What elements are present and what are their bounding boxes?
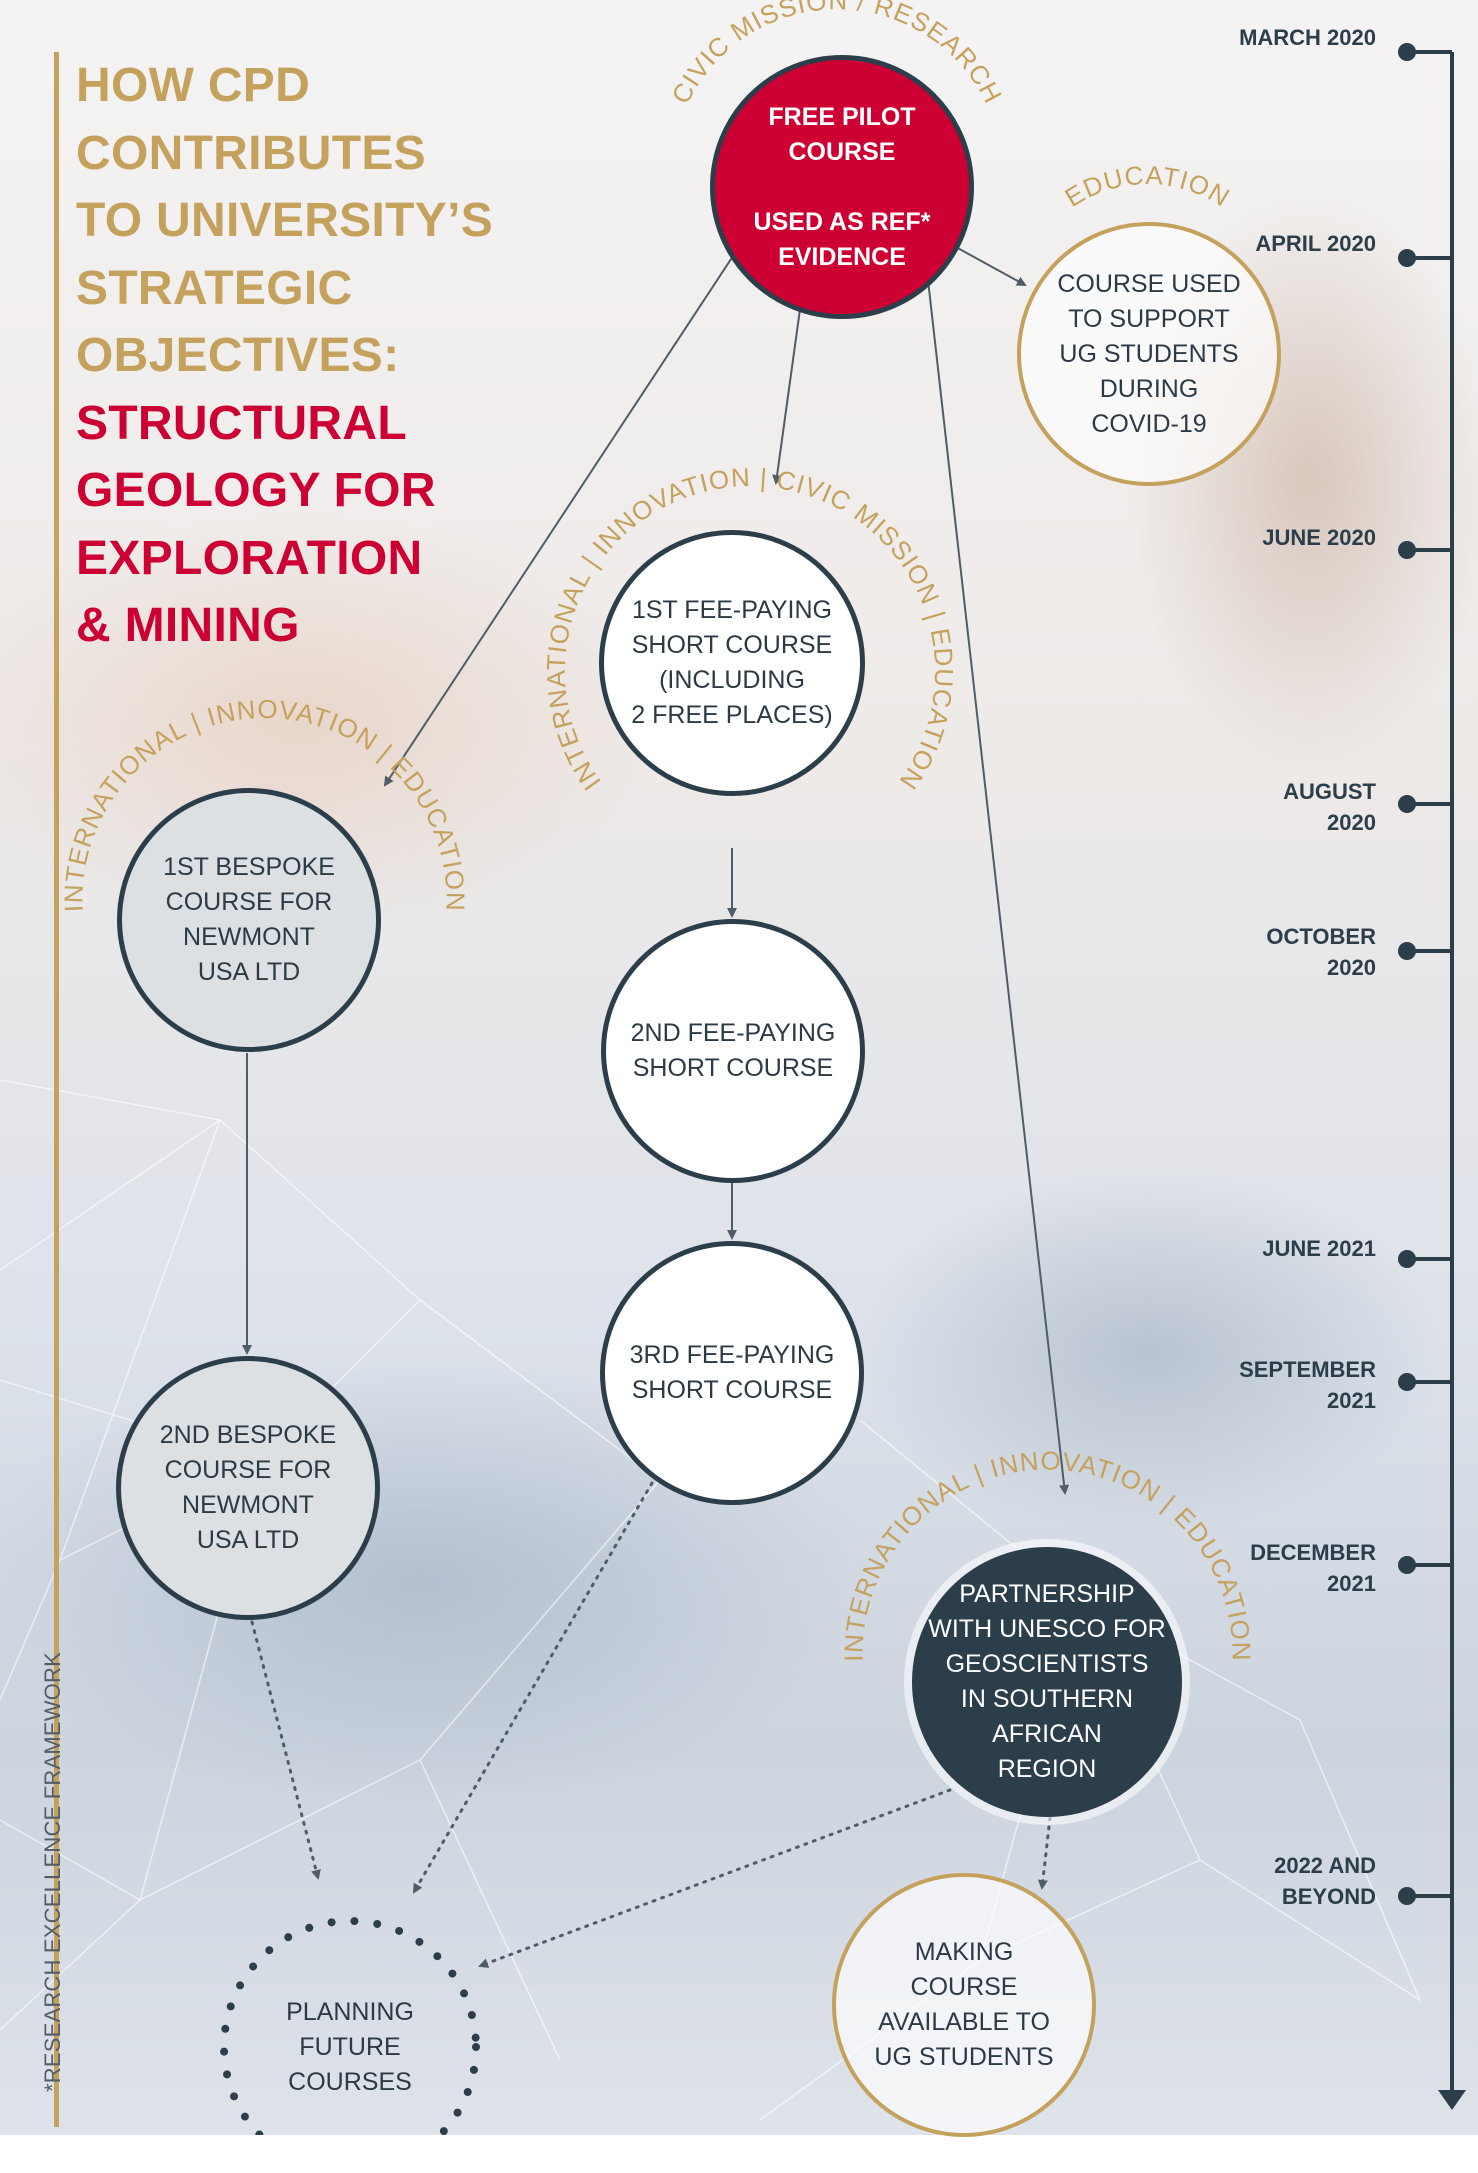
dotted-arrows: [250, 1481, 1052, 1968]
timeline-label: DECEMBER 2021: [1250, 1540, 1376, 1596]
timeline-label: AUGUST 2020: [1283, 779, 1376, 835]
title-line: OBJECTIVES:: [76, 329, 400, 382]
timeline-label: 2022 AND BEYOND: [1274, 1853, 1376, 1909]
node-unesco-partnership: PARTNERSHIP WITH UNESCO FOR GEOSCIENTIST…: [912, 1547, 1182, 1817]
node-bespoke-course-2: 2ND BESPOKE COURSE FOR NEWMONT USA LTD: [116, 1356, 380, 1620]
subtitle-line: STRUCTURAL: [76, 396, 407, 450]
arrow-pilot-to-fee1: [772, 301, 802, 485]
timeline-label: JUNE 2021: [1262, 1236, 1376, 1261]
node-bespoke-course-1: 1ST BESPOKE COURSE FOR NEWMONT USA LTD: [117, 788, 381, 1052]
node-fee-paying-course-2: 2ND FEE-PAYING SHORT COURSE: [601, 919, 865, 1183]
footnote: *RESEARCH EXCELLENCE FRAMEWORK: [40, 1652, 65, 2092]
timeline-label: SEPTEMBER 2021: [1239, 1357, 1376, 1413]
subtitle-line: EXPLORATION: [76, 531, 423, 585]
subtitle-line: GEOLOGY FOR: [76, 464, 436, 517]
node-free-pilot-course: FREE PILOT COURSE USED AS REF* EVIDENCE: [710, 55, 974, 319]
arrow-fee3-to-planning: [412, 1481, 654, 1894]
arrow-pilot-to-unesco: [927, 279, 1070, 1495]
node-ug-covid-support: COURSE USED TO SUPPORT UG STUDENTS DURIN…: [1017, 222, 1281, 486]
node-label: 1ST BESPOKE COURSE FOR NEWMONT USA LTD: [163, 853, 335, 986]
timeline-label: OCTOBER 2020: [1266, 924, 1376, 980]
arrow-unesco-to-planning: [478, 1788, 952, 1968]
node-label: PARTNERSHIP WITH UNESCO FOR GEOSCIENTIST…: [928, 1580, 1166, 1783]
title-accent-bar: [54, 52, 59, 2127]
node-label: PLANNING FUTURE COURSES: [286, 1997, 414, 2096]
node-label: FREE PILOT COURSE USED AS REF* EVIDENCE: [753, 102, 931, 271]
title-line: CONTRIBUTES: [76, 126, 426, 180]
node-fee-paying-course-3: 3RD FEE-PAYING SHORT COURSE: [600, 1241, 864, 1505]
arrow-bespoke2-to-planning: [250, 1620, 321, 1880]
node-label: 2ND FEE-PAYING SHORT COURSE: [630, 1019, 836, 1082]
node-fee-paying-course-1: 1ST FEE-PAYING SHORT COURSE (INCLUDING 2…: [599, 530, 865, 796]
subtitle-line: & MINING: [76, 599, 300, 652]
timeline-label: JUNE 2020: [1262, 525, 1376, 550]
arrow-pilot-to-ug: [953, 245, 1027, 286]
title-line: HOW CPD: [76, 59, 311, 112]
solid-arrows: [242, 245, 1070, 1495]
node-label: 2ND BESPOKE COURSE FOR NEWMONT USA LTD: [159, 1421, 337, 1554]
timeline-ticks: [1398, 43, 1452, 1905]
page-title: HOW CPD CONTRIBUTES TO UNIVERSITY’S STRA…: [76, 52, 493, 660]
title-line: TO UNIVERSITY’S: [76, 194, 494, 247]
node-label: COURSE USED TO SUPPORT UG STUDENTS DURIN…: [1057, 269, 1241, 438]
planning-dotted-ring: [220, 1917, 480, 2135]
node-making-course-available: MAKING COURSE AVAILABLE TO UG STUDENTS: [832, 1873, 1096, 2137]
timeline-label: APRIL 2020: [1255, 231, 1376, 256]
arrow-pilot-to-bespoke1: [383, 252, 736, 787]
node-label: 3RD FEE-PAYING SHORT COURSE: [629, 1341, 835, 1404]
arrow-unesco-to-making: [1037, 1816, 1052, 1890]
node-label: 1ST FEE-PAYING SHORT COURSE (INCLUDING 2…: [631, 596, 833, 729]
title-line: STRATEGIC: [76, 261, 353, 315]
timeline-label: MARCH 2020: [1239, 25, 1376, 50]
node-label: MAKING COURSE AVAILABLE TO UG STUDENTS: [874, 1938, 1054, 2071]
timeline-axis: [1438, 52, 1466, 2110]
tag-arc-ug: EDUCATION: [1060, 160, 1236, 213]
node-planning-future-courses: PLANNING FUTURE COURSES: [224, 1921, 476, 2173]
